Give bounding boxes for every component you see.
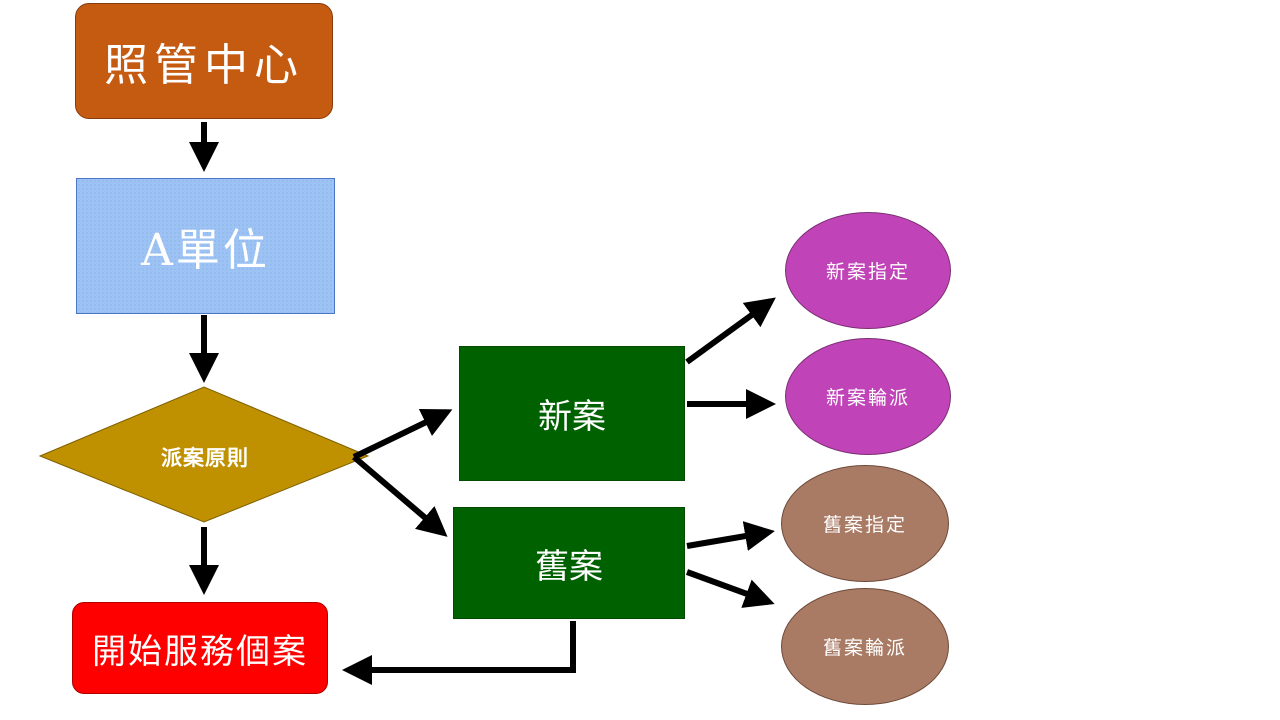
new-case-label: 新案 [538,397,606,437]
old-assigned-label: 舊案指定 [822,514,907,536]
care-center-box: 照管中心 [75,3,333,119]
new-rotation-label: 新案輪派 [825,387,910,409]
old-assigned-ellipse: 舊案指定 [781,465,949,582]
old-case-box: 舊案 [453,507,685,619]
old-case-label: 舊案 [535,546,603,587]
dispatch-rule-diamond [38,386,370,523]
unit-a-label: A單位 [141,225,270,276]
unit-a-box: A單位 [76,178,335,314]
start-service-label: 開始服務個案 [92,631,308,672]
arrow-rule-to-old [352,454,448,537]
dispatch-rule-label: 派案原則 [161,445,249,470]
old-rotation-label: 舊案輪派 [822,637,907,659]
arrow-old-to-assigned [686,521,775,551]
arrow-old-to-rotation [685,569,775,608]
new-assigned-ellipse: 新案指定 [785,212,951,329]
arrow-new-to-assigned [685,297,776,365]
start-service-box: 開始服務個案 [72,602,328,694]
new-rotation-ellipse: 新案輪派 [785,338,951,455]
new-case-box: 新案 [459,346,685,481]
arrow-rule-to-new [352,408,453,460]
old-rotation-ellipse: 舊案輪派 [781,588,949,705]
care-center-label: 照管中心 [104,40,304,91]
arrow-old-to-start [342,621,576,685]
new-assigned-label: 新案指定 [825,261,910,283]
